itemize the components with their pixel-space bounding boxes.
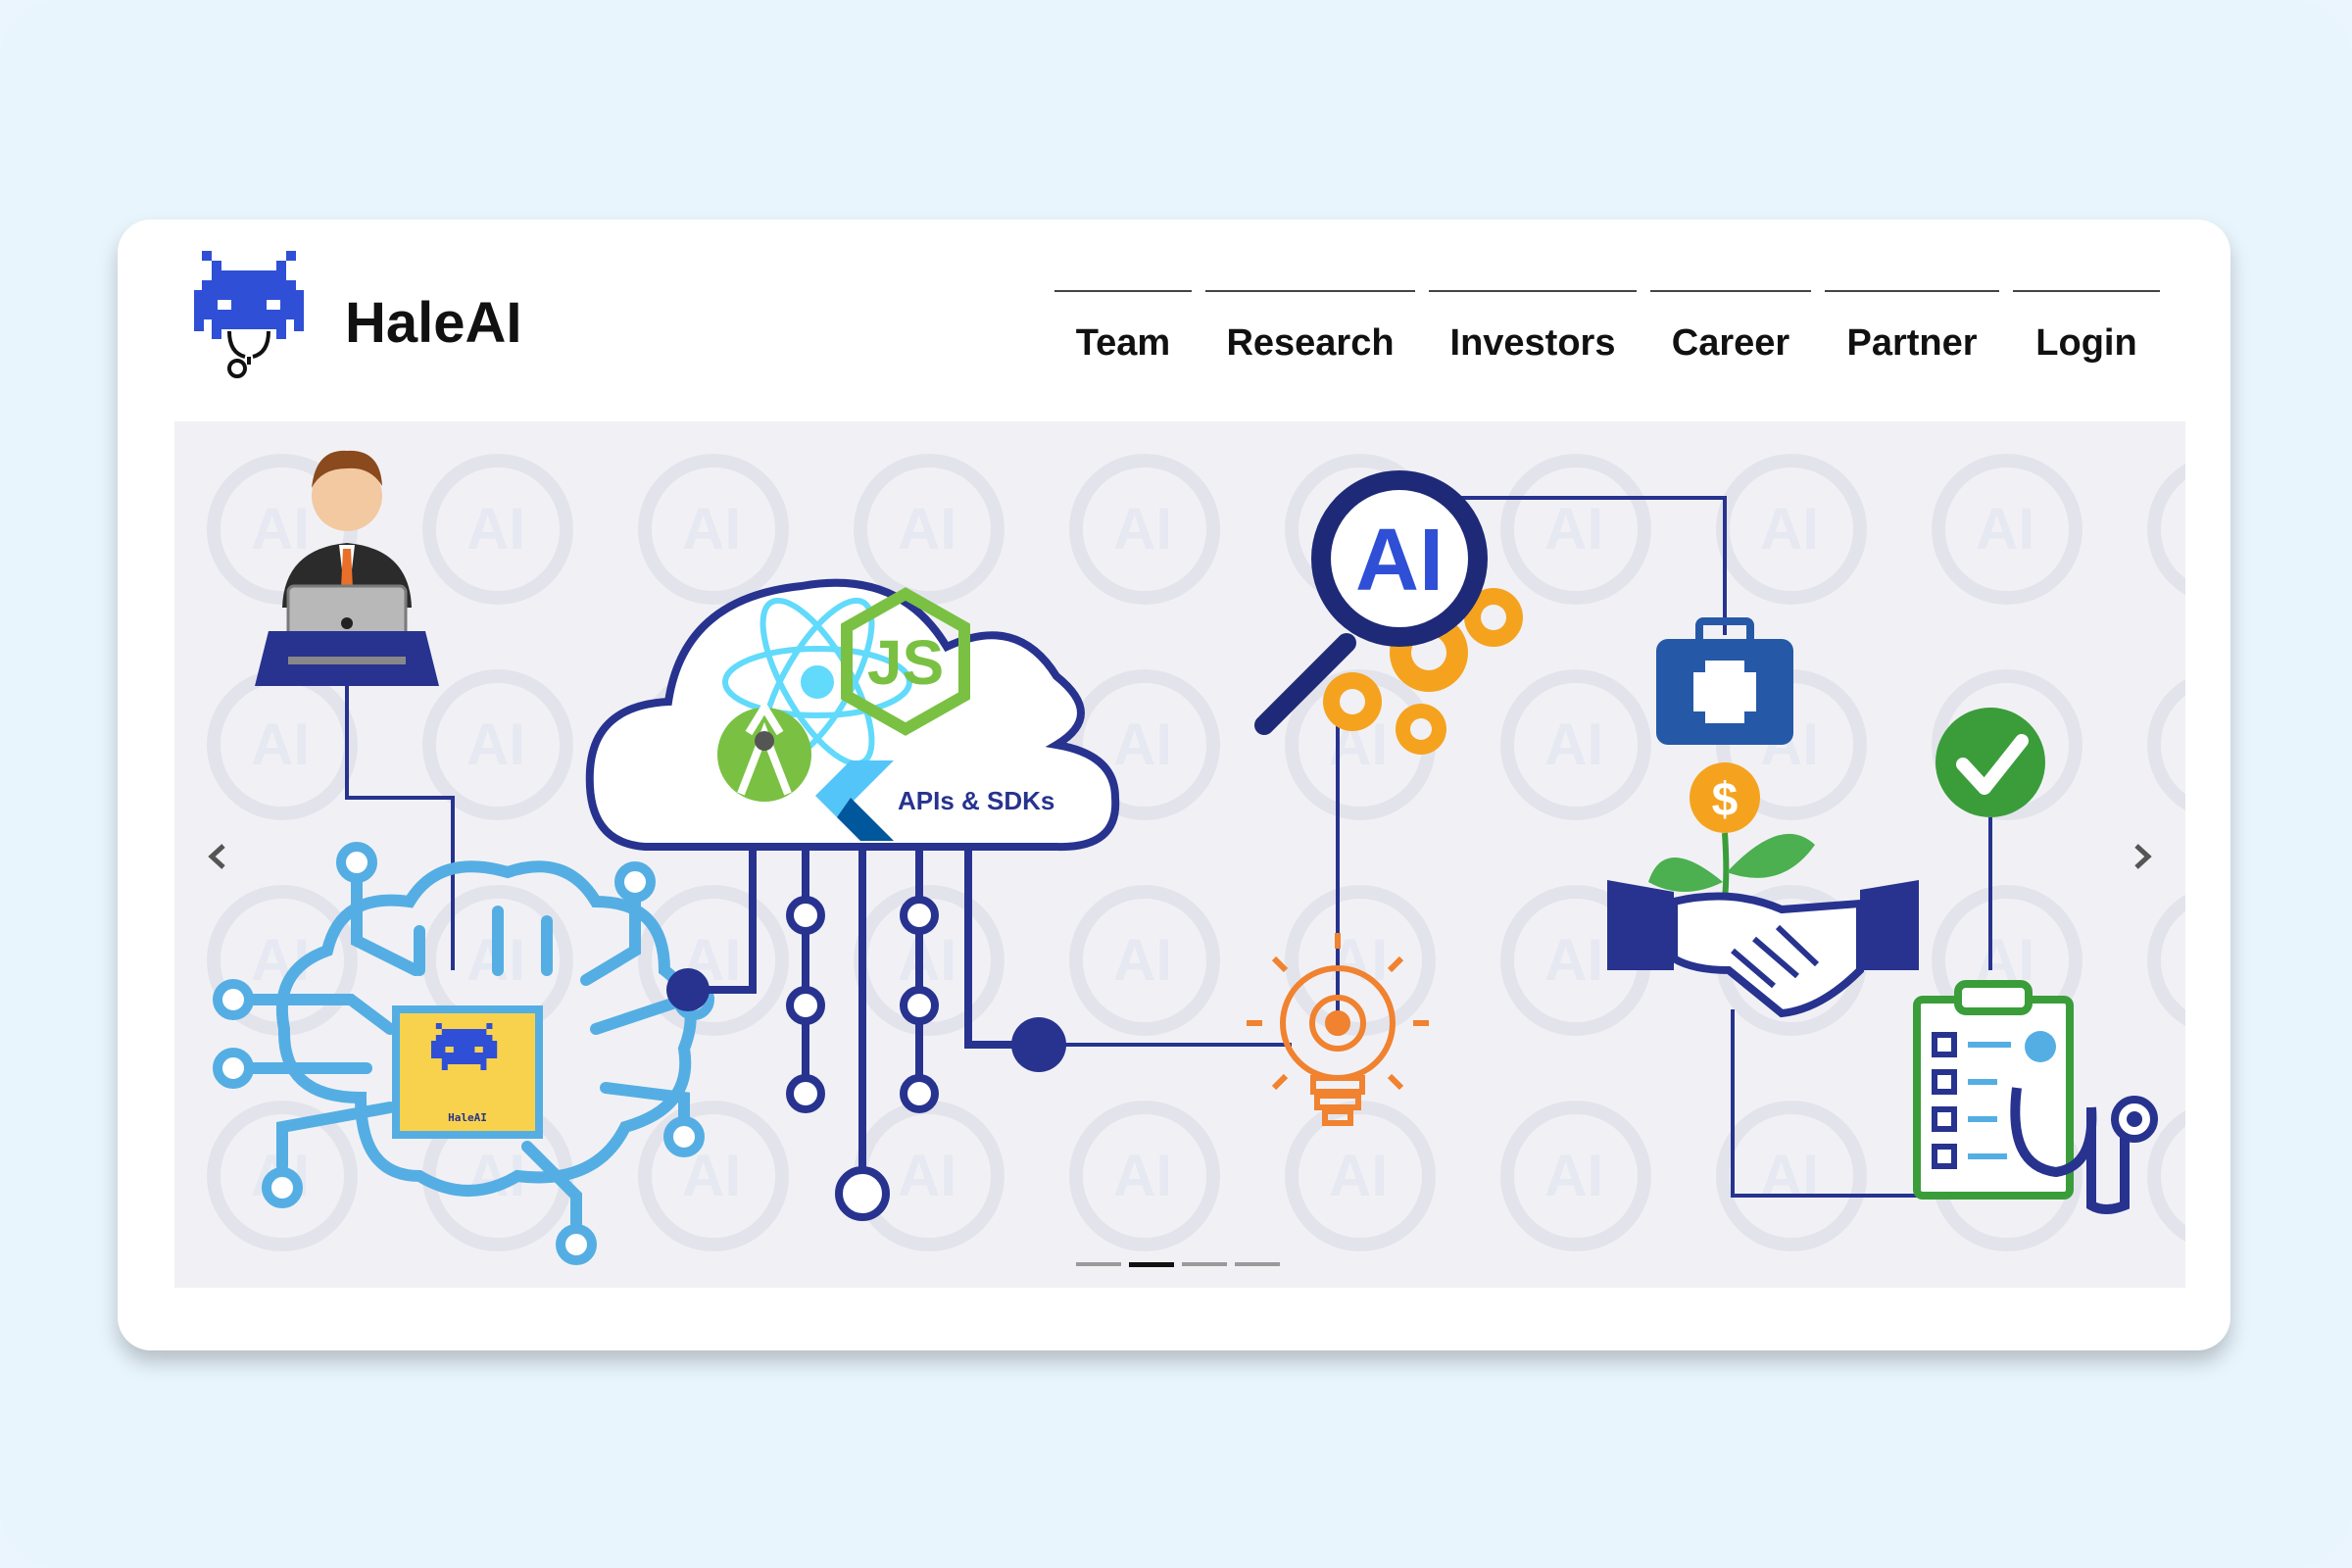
flutter-logo-icon: [815, 760, 894, 841]
nav-item-login[interactable]: Login: [2013, 290, 2160, 378]
hero-carousel[interactable]: AI: [174, 421, 2185, 1288]
logo-icon[interactable]: [194, 251, 304, 380]
nodejs-logo-icon: JS: [841, 587, 970, 736]
watermark-pattern: [174, 421, 2185, 1288]
circuit-brain-icon: [227, 857, 697, 1250]
checkmark-icon: [1936, 708, 2045, 817]
person-laptop-icon: [255, 450, 439, 686]
carousel-prev-button[interactable]: [198, 837, 237, 876]
brand-name[interactable]: HaleAI: [345, 291, 522, 355]
chip-invader-icon: [431, 1023, 498, 1070]
nav-item-team[interactable]: Team: [1054, 290, 1192, 378]
cloud-label: APIs & SDKs: [898, 786, 1054, 815]
carousel-next-button[interactable]: [2123, 837, 2162, 876]
money-plant-icon: $: [1648, 762, 1815, 922]
chip-label: HaleAI: [448, 1111, 487, 1124]
android-studio-logo-icon: [717, 700, 811, 802]
carousel-indicator[interactable]: [1182, 1262, 1227, 1266]
chevron-left-icon: [208, 844, 225, 869]
svg-text:AI: AI: [1355, 512, 1444, 610]
carousel-indicators: [1076, 1262, 1280, 1272]
clipboard-stethoscope-icon: [1913, 980, 2158, 1214]
nav-item-partner[interactable]: Partner: [1825, 290, 1999, 378]
hero-illustration: AI: [174, 421, 2185, 1288]
svg-text:JS: JS: [867, 627, 944, 698]
ai-magnifier-icon: AI: [1254, 470, 1523, 755]
main-nav: Team Research Investors Career Partner L…: [118, 290, 2230, 378]
chevron-right-icon: [2134, 844, 2152, 869]
carousel-indicator[interactable]: [1129, 1262, 1174, 1267]
nav-item-research[interactable]: Research: [1205, 290, 1415, 378]
medical-kit-icon: [1656, 617, 1793, 745]
website-card: HaleAI Team Research Investors Career Pa…: [118, 220, 2230, 1350]
svg-text:$: $: [1712, 774, 1739, 826]
nav-item-investors[interactable]: Investors: [1429, 290, 1637, 378]
nav-item-career[interactable]: Career: [1650, 290, 1811, 378]
carousel-indicator[interactable]: [1076, 1262, 1121, 1266]
carousel-indicator[interactable]: [1235, 1262, 1280, 1266]
lightbulb-idea-icon: [1247, 933, 1429, 1126]
handshake-icon: [1607, 880, 1919, 1018]
cloud-connectors: [688, 849, 1292, 1186]
